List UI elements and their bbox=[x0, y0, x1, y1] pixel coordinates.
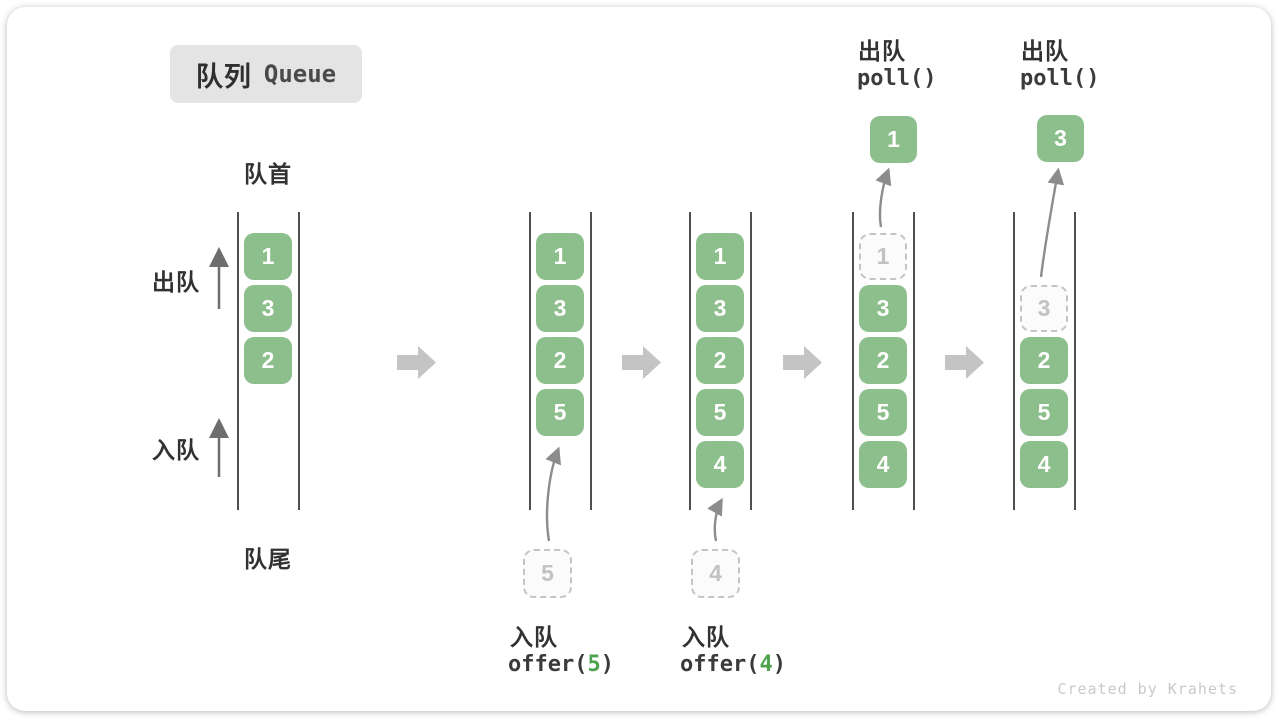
queue-cell: 2 bbox=[244, 337, 292, 384]
offer5-label-code: offer(5) bbox=[508, 652, 614, 677]
queue-cell: 3 bbox=[536, 285, 584, 332]
title-zh: 队列 bbox=[195, 61, 252, 92]
incoming-element-4: 4 bbox=[691, 549, 740, 598]
queue-cell: 2 bbox=[1020, 337, 1068, 384]
queue-cell: 1 bbox=[696, 233, 744, 280]
queue-wall-left bbox=[237, 212, 239, 510]
queue-wall-right bbox=[913, 212, 915, 510]
label-queue-rear: 队尾 bbox=[244, 546, 292, 572]
queue-cell: 3 bbox=[244, 285, 292, 332]
queue-cell: 4 bbox=[696, 441, 744, 488]
queue-cell: 1 bbox=[244, 233, 292, 280]
label-queue-front: 队首 bbox=[244, 161, 292, 187]
queue-cell: 4 bbox=[859, 441, 907, 488]
queue-state-5: 3 2 5 4 bbox=[1013, 0, 1076, 720]
queue-wall-left bbox=[1013, 212, 1015, 510]
title-badge: 队列 Queue bbox=[170, 45, 362, 103]
title-en: Queue bbox=[263, 60, 337, 88]
step-arrow-1 bbox=[397, 346, 436, 379]
queue-state-3: 1 3 2 5 4 bbox=[689, 0, 752, 720]
queue-cell: 2 bbox=[536, 337, 584, 384]
queue-cell: 5 bbox=[859, 389, 907, 436]
polled-element-1: 1 bbox=[870, 116, 917, 163]
offer5-code-post: ) bbox=[600, 652, 614, 677]
poll1-label-code: poll() bbox=[857, 66, 937, 91]
queue-wall-right bbox=[590, 212, 592, 510]
label-enqueue-side: 入队 bbox=[152, 437, 200, 463]
offer5-code-pre: offer( bbox=[508, 652, 588, 677]
queue-cell: 1 bbox=[536, 233, 584, 280]
queue-cell: 3 bbox=[696, 285, 744, 332]
poll2-label-zh: 出队 bbox=[1021, 38, 1069, 64]
queue-cell: 5 bbox=[536, 389, 584, 436]
queue-state-2: 1 3 2 5 bbox=[529, 0, 592, 720]
offer4-label-zh: 入队 bbox=[682, 624, 730, 650]
queue-state-4: 1 3 2 5 4 bbox=[852, 0, 915, 720]
removed-cell-ghost: 1 bbox=[859, 233, 907, 280]
queue-cell: 2 bbox=[859, 337, 907, 384]
queue-cell: 4 bbox=[1020, 441, 1068, 488]
queue-cell: 5 bbox=[696, 389, 744, 436]
step-arrow-4 bbox=[945, 346, 984, 379]
poll1-label-zh: 出队 bbox=[858, 38, 906, 64]
queue-cell: 2 bbox=[696, 337, 744, 384]
queue-wall-right bbox=[1074, 212, 1076, 510]
removed-cell-ghost: 3 bbox=[1020, 285, 1068, 332]
queue-wall-left bbox=[529, 212, 531, 510]
polled-element-3: 3 bbox=[1037, 115, 1084, 162]
queue-wall-right bbox=[298, 212, 300, 510]
offer5-label-zh: 入队 bbox=[510, 624, 558, 650]
offer4-code-arg: 4 bbox=[759, 652, 773, 677]
label-dequeue-side: 出队 bbox=[152, 269, 200, 295]
step-arrow-2 bbox=[622, 346, 661, 379]
queue-wall-right bbox=[750, 212, 752, 510]
queue-cell: 5 bbox=[1020, 389, 1068, 436]
queue-cell: 3 bbox=[859, 285, 907, 332]
watermark: Created by Krahets bbox=[1057, 680, 1238, 698]
offer4-code-post: ) bbox=[772, 652, 786, 677]
queue-state-1: 1 3 2 bbox=[237, 0, 300, 720]
queue-wall-left bbox=[852, 212, 854, 510]
queue-wall-left bbox=[689, 212, 691, 510]
offer4-label-code: offer(4) bbox=[680, 652, 786, 677]
incoming-element-5: 5 bbox=[523, 549, 572, 598]
offer5-code-arg: 5 bbox=[587, 652, 601, 677]
offer4-code-pre: offer( bbox=[680, 652, 760, 677]
poll2-label-code: poll() bbox=[1020, 66, 1100, 91]
step-arrow-3 bbox=[783, 346, 822, 379]
